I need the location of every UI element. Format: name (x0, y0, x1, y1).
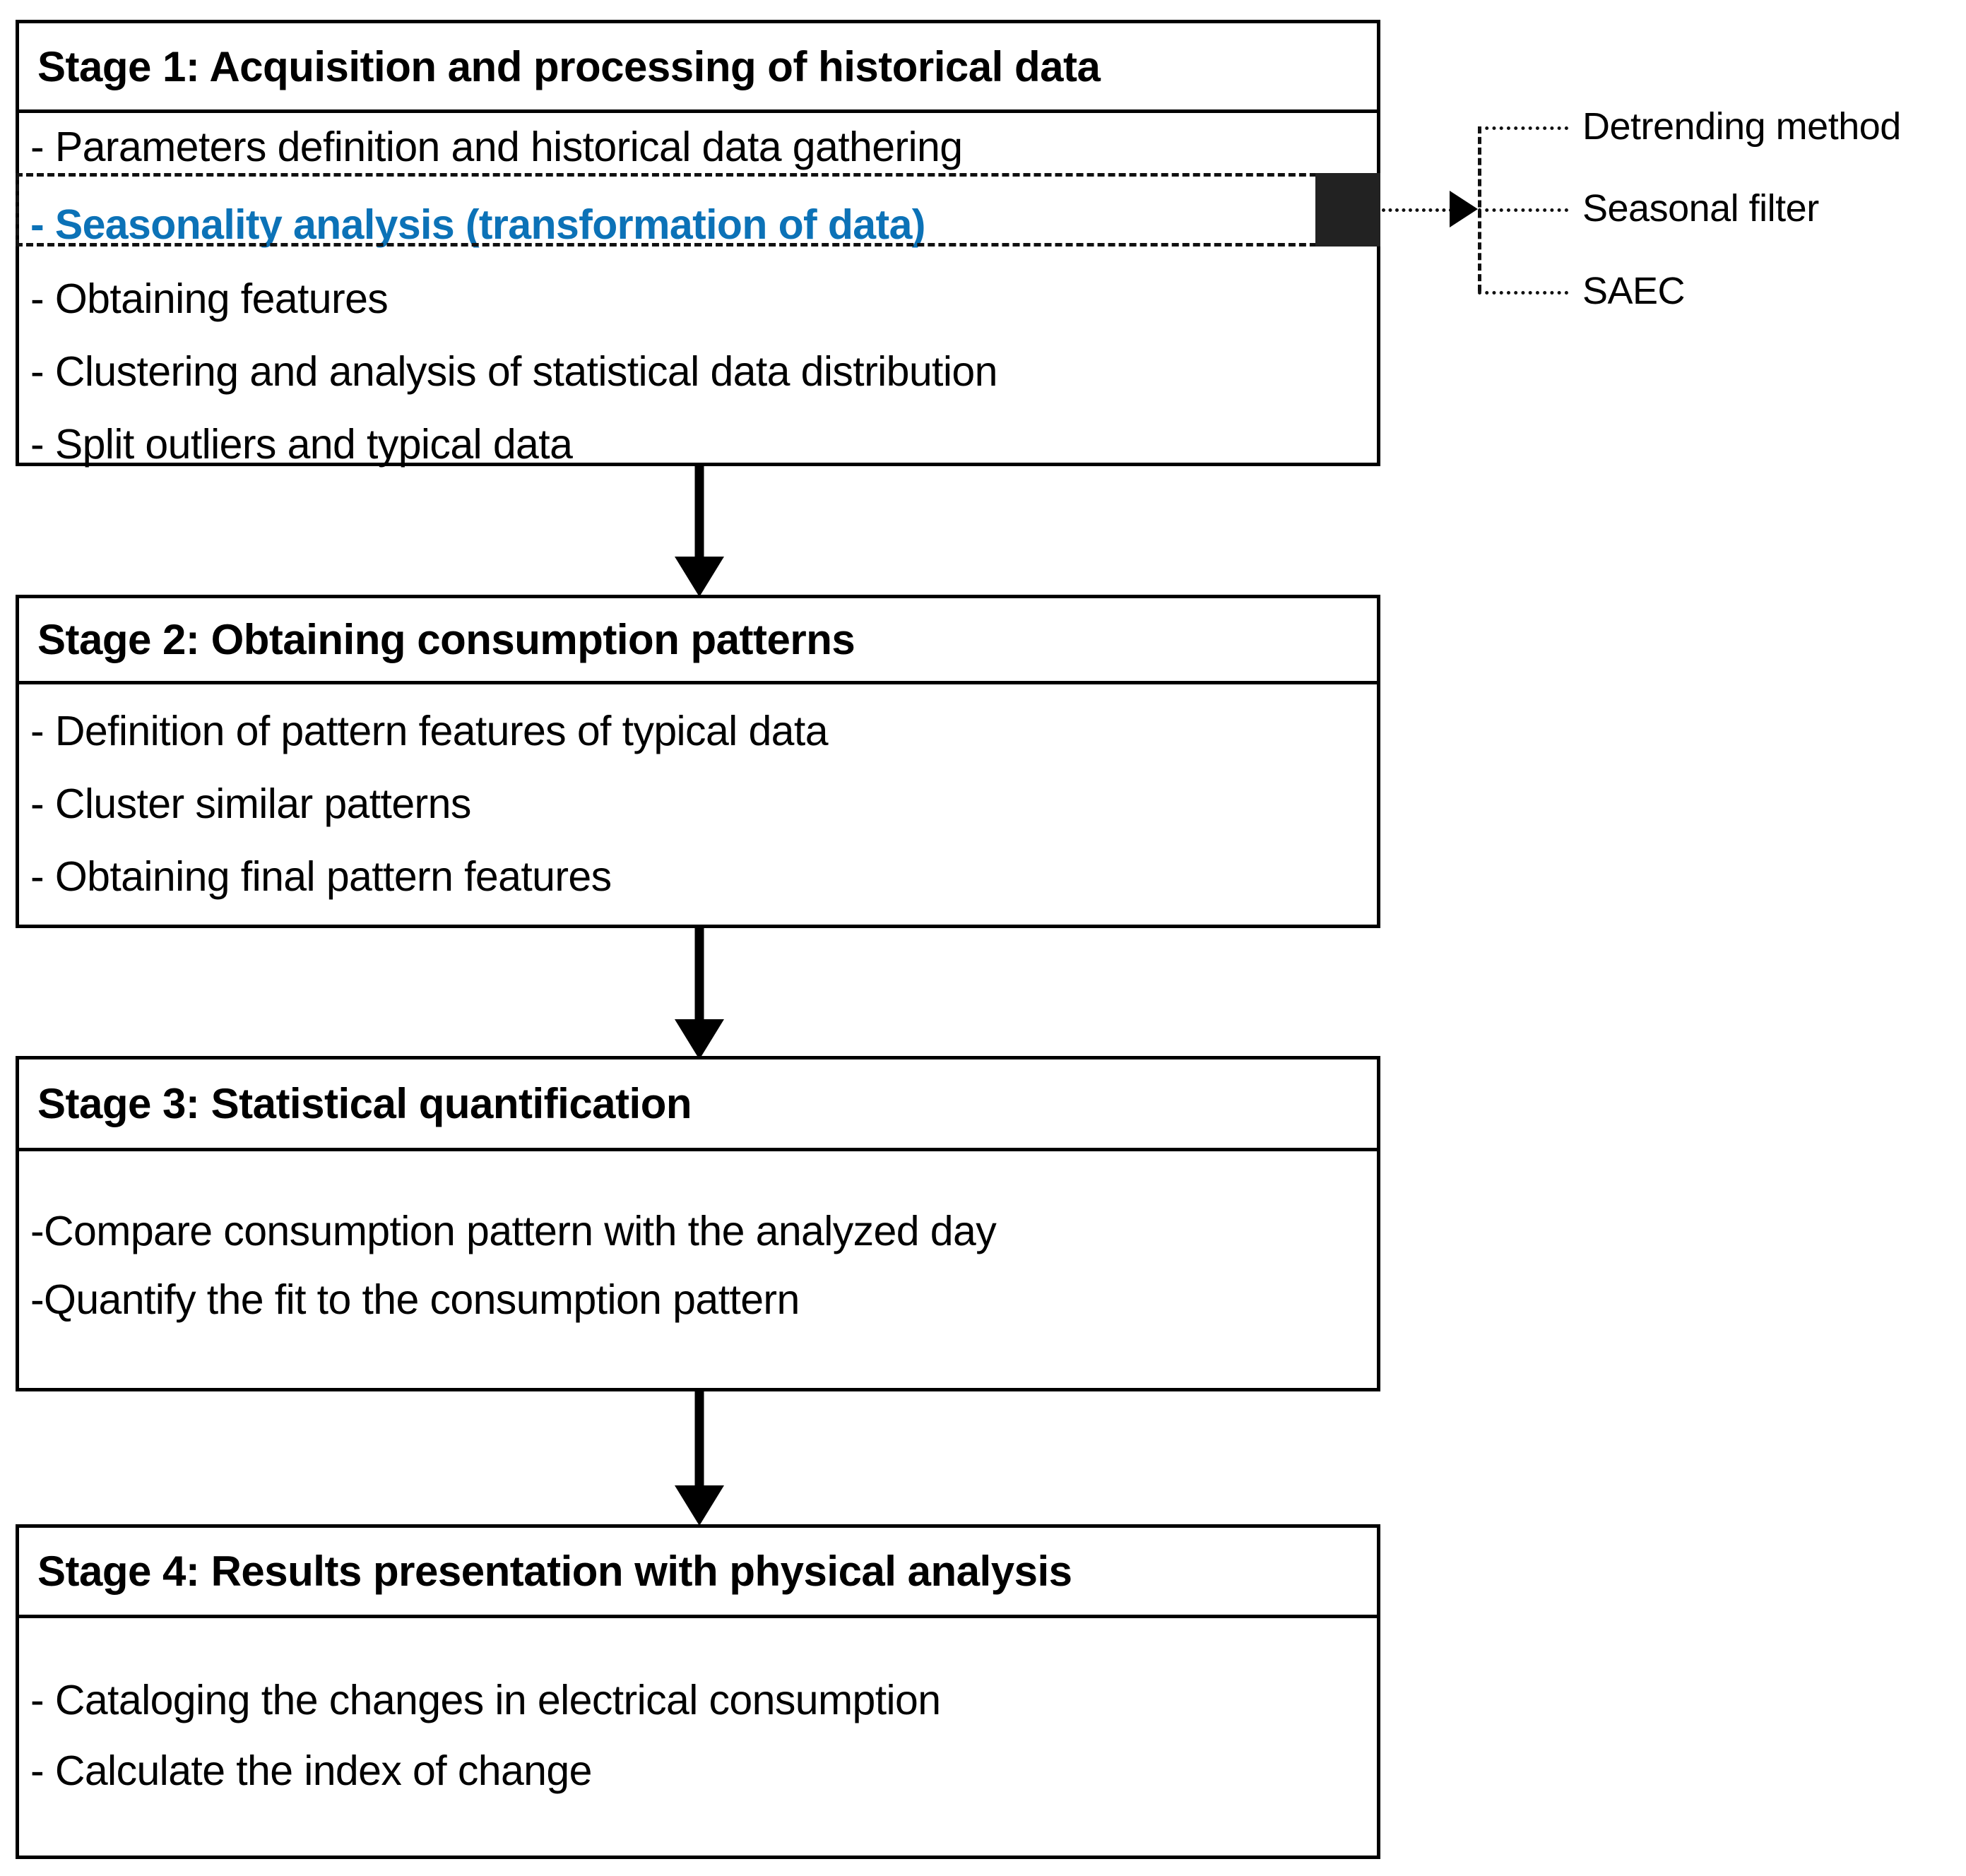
callout-arrow-line (1382, 208, 1452, 212)
stage-4-box[interactable]: Stage 4: Results presentation with physi… (16, 1524, 1380, 1859)
arrow-stage1-to-stage2 (675, 463, 724, 597)
stage-2-bullet-1[interactable]: - Definition of pattern features of typi… (30, 708, 829, 754)
stage-1-bullet-4[interactable]: - Clustering and analysis of statistical… (30, 348, 997, 395)
callout-label-detrending-method: Detrending method (1582, 105, 1901, 148)
stage-3-title: Stage 3: Statistical quantification (37, 1080, 692, 1127)
stage-4-bullet-1[interactable]: - Cataloging the changes in electrical c… (30, 1677, 941, 1723)
callout-arrow-head-icon (1450, 191, 1478, 227)
stage-1-title: Stage 1: Acquisition and processing of h… (37, 42, 1101, 90)
stage-1-bullet-1[interactable]: - Parameters definition and historical d… (30, 124, 963, 170)
callout-label-seasonal-filter: Seasonal filter (1582, 187, 1819, 230)
callout-branch-line-3 (1478, 291, 1568, 295)
stage-2-body: - Definition of pattern features of typi… (19, 684, 1377, 925)
stage-1-body: - Parameters definition and historical d… (19, 113, 1377, 468)
callout-branch-line-2 (1478, 208, 1568, 212)
stage-2-title: Stage 2: Obtaining consumption patterns (37, 616, 855, 663)
stage-1-box[interactable]: Stage 1: Acquisition and processing of h… (16, 20, 1380, 466)
stage-2-bullet-2[interactable]: - Cluster similar patterns (30, 780, 471, 827)
stage-2-header: Stage 2: Obtaining consumption patterns (19, 598, 1377, 684)
arrow-stage3-to-stage4 (675, 1389, 724, 1526)
arrow-stage2-to-stage3 (675, 925, 724, 1059)
stage-3-header: Stage 3: Statistical quantification (19, 1059, 1377, 1151)
stage-3-bullet-1[interactable]: -Compare consumption pattern with the an… (30, 1208, 997, 1254)
stage-4-header: Stage 4: Results presentation with physi… (19, 1528, 1377, 1618)
stage-3-bullet-2[interactable]: -Quantify the fit to the consumption pat… (30, 1276, 800, 1323)
stage-1-bullet-5[interactable]: - Split outliers and typical data (30, 421, 573, 468)
callout-label-saec: SAEC (1582, 270, 1686, 312)
stage-1-bullet-3[interactable]: - Obtaining features (30, 275, 389, 322)
stage-3-box[interactable]: Stage 3: Statistical quantification -Com… (16, 1056, 1380, 1391)
stage-3-body: -Compare consumption pattern with the an… (19, 1151, 1377, 1388)
stage-1-header: Stage 1: Acquisition and processing of h… (19, 23, 1377, 113)
stage-4-title: Stage 4: Results presentation with physi… (37, 1548, 1072, 1595)
stage-4-body: - Cataloging the changes in electrical c… (19, 1618, 1377, 1856)
stage-1-bullet-2-seasonality[interactable]: - Seasonality analysis (transformation o… (30, 201, 925, 248)
seasonality-connector-square[interactable] (1315, 173, 1380, 247)
stage-2-bullet-3[interactable]: - Obtaining final pattern features (30, 853, 612, 900)
stage-2-box[interactable]: Stage 2: Obtaining consumption patterns … (16, 595, 1380, 928)
stage-4-bullet-2[interactable]: - Calculate the index of change (30, 1747, 592, 1794)
callout-branch-line-1 (1478, 126, 1568, 130)
